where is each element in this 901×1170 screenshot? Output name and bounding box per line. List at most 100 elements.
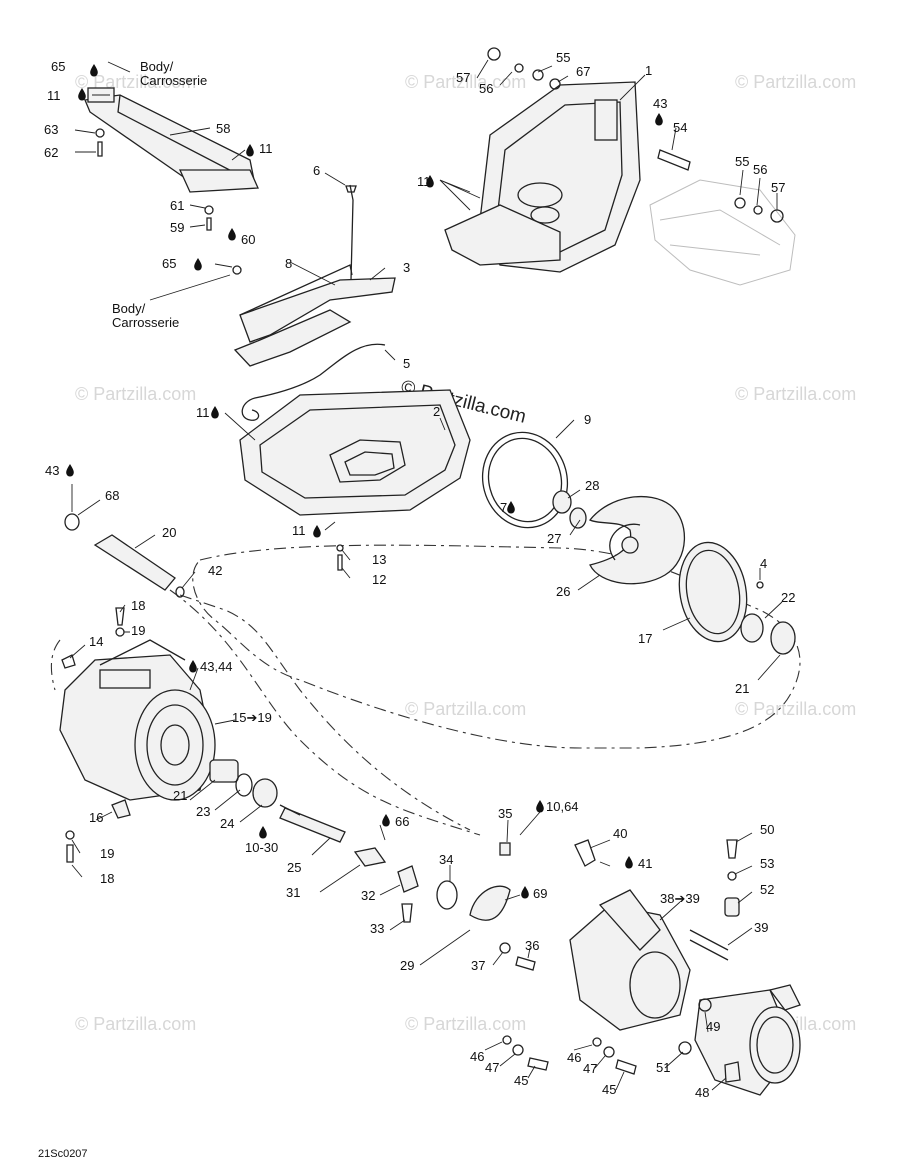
callout-5[interactable]: 5: [403, 356, 410, 371]
callout-45[interactable]: 45: [514, 1073, 528, 1088]
callout-53[interactable]: 53: [760, 856, 774, 871]
callout-50[interactable]: 50: [760, 822, 774, 837]
callout-65[interactable]: 65: [162, 256, 176, 271]
callout-31[interactable]: 31: [286, 885, 300, 900]
drop-icon: [382, 814, 390, 827]
callout-36[interactable]: 36: [525, 938, 539, 953]
callout-18[interactable]: 18: [100, 871, 114, 886]
drop-icon: [246, 144, 254, 157]
callout-56[interactable]: 56: [753, 162, 767, 177]
callout-21[interactable]: 21: [173, 788, 187, 803]
callout-46[interactable]: 46: [567, 1050, 581, 1065]
callout-37[interactable]: 37: [471, 958, 485, 973]
callout-16[interactable]: 16: [89, 810, 103, 825]
callout-68[interactable]: 68: [105, 488, 119, 503]
callout-57[interactable]: 57: [456, 70, 470, 85]
washer-61: [204, 205, 214, 215]
callout-35[interactable]: 35: [498, 806, 512, 821]
callout-45[interactable]: 45: [602, 1082, 616, 1097]
callout-52[interactable]: 52: [760, 882, 774, 897]
callout-13[interactable]: 13: [372, 552, 386, 567]
callout-42[interactable]: 42: [208, 563, 222, 578]
drop-icon: [228, 228, 236, 241]
callout-7[interactable]: 7: [500, 500, 507, 515]
callout-12[interactable]: 12: [372, 572, 386, 587]
callout-43[interactable]: 43: [45, 463, 59, 478]
washer-37: [499, 942, 511, 954]
part-31: [353, 847, 387, 867]
callout-40[interactable]: 40: [613, 826, 627, 841]
callout-6[interactable]: 6: [313, 163, 320, 178]
callout-18[interactable]: 18: [131, 598, 145, 613]
pump-support-2: [239, 389, 471, 516]
callout-11[interactable]: 11: [196, 405, 210, 420]
callout-1[interactable]: 1: [645, 63, 652, 78]
callout-9[interactable]: 9: [584, 412, 591, 427]
callout-46[interactable]: 46: [470, 1049, 484, 1064]
callout-65[interactable]: 65: [51, 59, 65, 74]
callout-24[interactable]: 24: [220, 816, 234, 831]
callout-29[interactable]: 29: [400, 958, 414, 973]
callout-23[interactable]: 23: [196, 804, 210, 819]
callout-51[interactable]: 51: [656, 1060, 670, 1075]
callout-32[interactable]: 32: [361, 888, 375, 903]
callout-8[interactable]: 8: [285, 256, 292, 271]
callout-11[interactable]: 11: [417, 174, 431, 189]
drop-icon: [189, 660, 197, 673]
callout-34[interactable]: 34: [439, 852, 453, 867]
callout-14[interactable]: 14: [89, 634, 103, 649]
callout-33[interactable]: 33: [370, 921, 384, 936]
callout-27[interactable]: 27: [547, 531, 561, 546]
callout-47[interactable]: 47: [583, 1061, 597, 1076]
callout-11[interactable]: 11: [47, 88, 61, 103]
callout-4[interactable]: 4: [760, 556, 767, 571]
callout-41[interactable]: 41: [638, 856, 652, 871]
callout-10-30[interactable]: 10-30: [245, 840, 278, 855]
callout-26[interactable]: 26: [556, 584, 570, 599]
callout-19[interactable]: 19: [100, 846, 114, 861]
pin-39: [689, 929, 729, 961]
callout-15-19[interactable]: 15➔19: [232, 710, 272, 725]
callout-61[interactable]: 61: [170, 198, 184, 213]
callout-56[interactable]: 56: [479, 81, 493, 96]
washer-55: [734, 197, 746, 209]
callout-69[interactable]: 69: [533, 886, 547, 901]
callout-43[interactable]: 43: [653, 96, 667, 111]
callout-54[interactable]: 54: [673, 120, 687, 135]
screw-6: [345, 185, 357, 193]
watermark-text: © Partzilla.com: [735, 72, 856, 92]
deflector-plate-3: [232, 184, 396, 367]
callout-57[interactable]: 57: [771, 180, 785, 195]
callout-22[interactable]: 22: [781, 590, 795, 605]
callout-58[interactable]: 58: [216, 121, 230, 136]
callout-11[interactable]: 11: [259, 141, 273, 156]
ring-68: [64, 513, 80, 531]
callout-28[interactable]: 28: [585, 478, 599, 493]
callout-layer: 65 Body/ Carrosserie 11 63 62 58 11 61 5…: [44, 50, 795, 1100]
callout-11[interactable]: 11: [292, 523, 306, 538]
callout-49[interactable]: 49: [706, 1019, 720, 1034]
callout-62[interactable]: 62: [44, 145, 58, 160]
callout-17[interactable]: 17: [638, 631, 652, 646]
callout-59[interactable]: 59: [170, 220, 184, 235]
callout-39[interactable]: 39: [754, 920, 768, 935]
callout-66[interactable]: 66: [395, 814, 409, 829]
callout-55[interactable]: 55: [556, 50, 570, 65]
callout-60[interactable]: 60: [241, 232, 255, 247]
callout-2[interactable]: 2: [433, 404, 440, 419]
callout-47[interactable]: 47: [485, 1060, 499, 1075]
callout-63[interactable]: 63: [44, 122, 58, 137]
screw-12: [337, 554, 343, 571]
callout-38-39[interactable]: 38➔39: [660, 891, 700, 906]
callout-19[interactable]: 19: [131, 623, 145, 638]
callout-55[interactable]: 55: [735, 154, 749, 169]
callout-43-44[interactable]: 43,44: [200, 659, 233, 674]
watermark-text: © Partzilla.com: [75, 1014, 196, 1034]
callout-20[interactable]: 20: [162, 525, 176, 540]
callout-3[interactable]: 3: [403, 260, 410, 275]
callout-67[interactable]: 67: [576, 64, 590, 79]
callout-25[interactable]: 25: [287, 860, 301, 875]
callout-10-64[interactable]: 10,64: [546, 799, 579, 814]
callout-48[interactable]: 48: [695, 1085, 709, 1100]
callout-21[interactable]: 21: [735, 681, 749, 696]
